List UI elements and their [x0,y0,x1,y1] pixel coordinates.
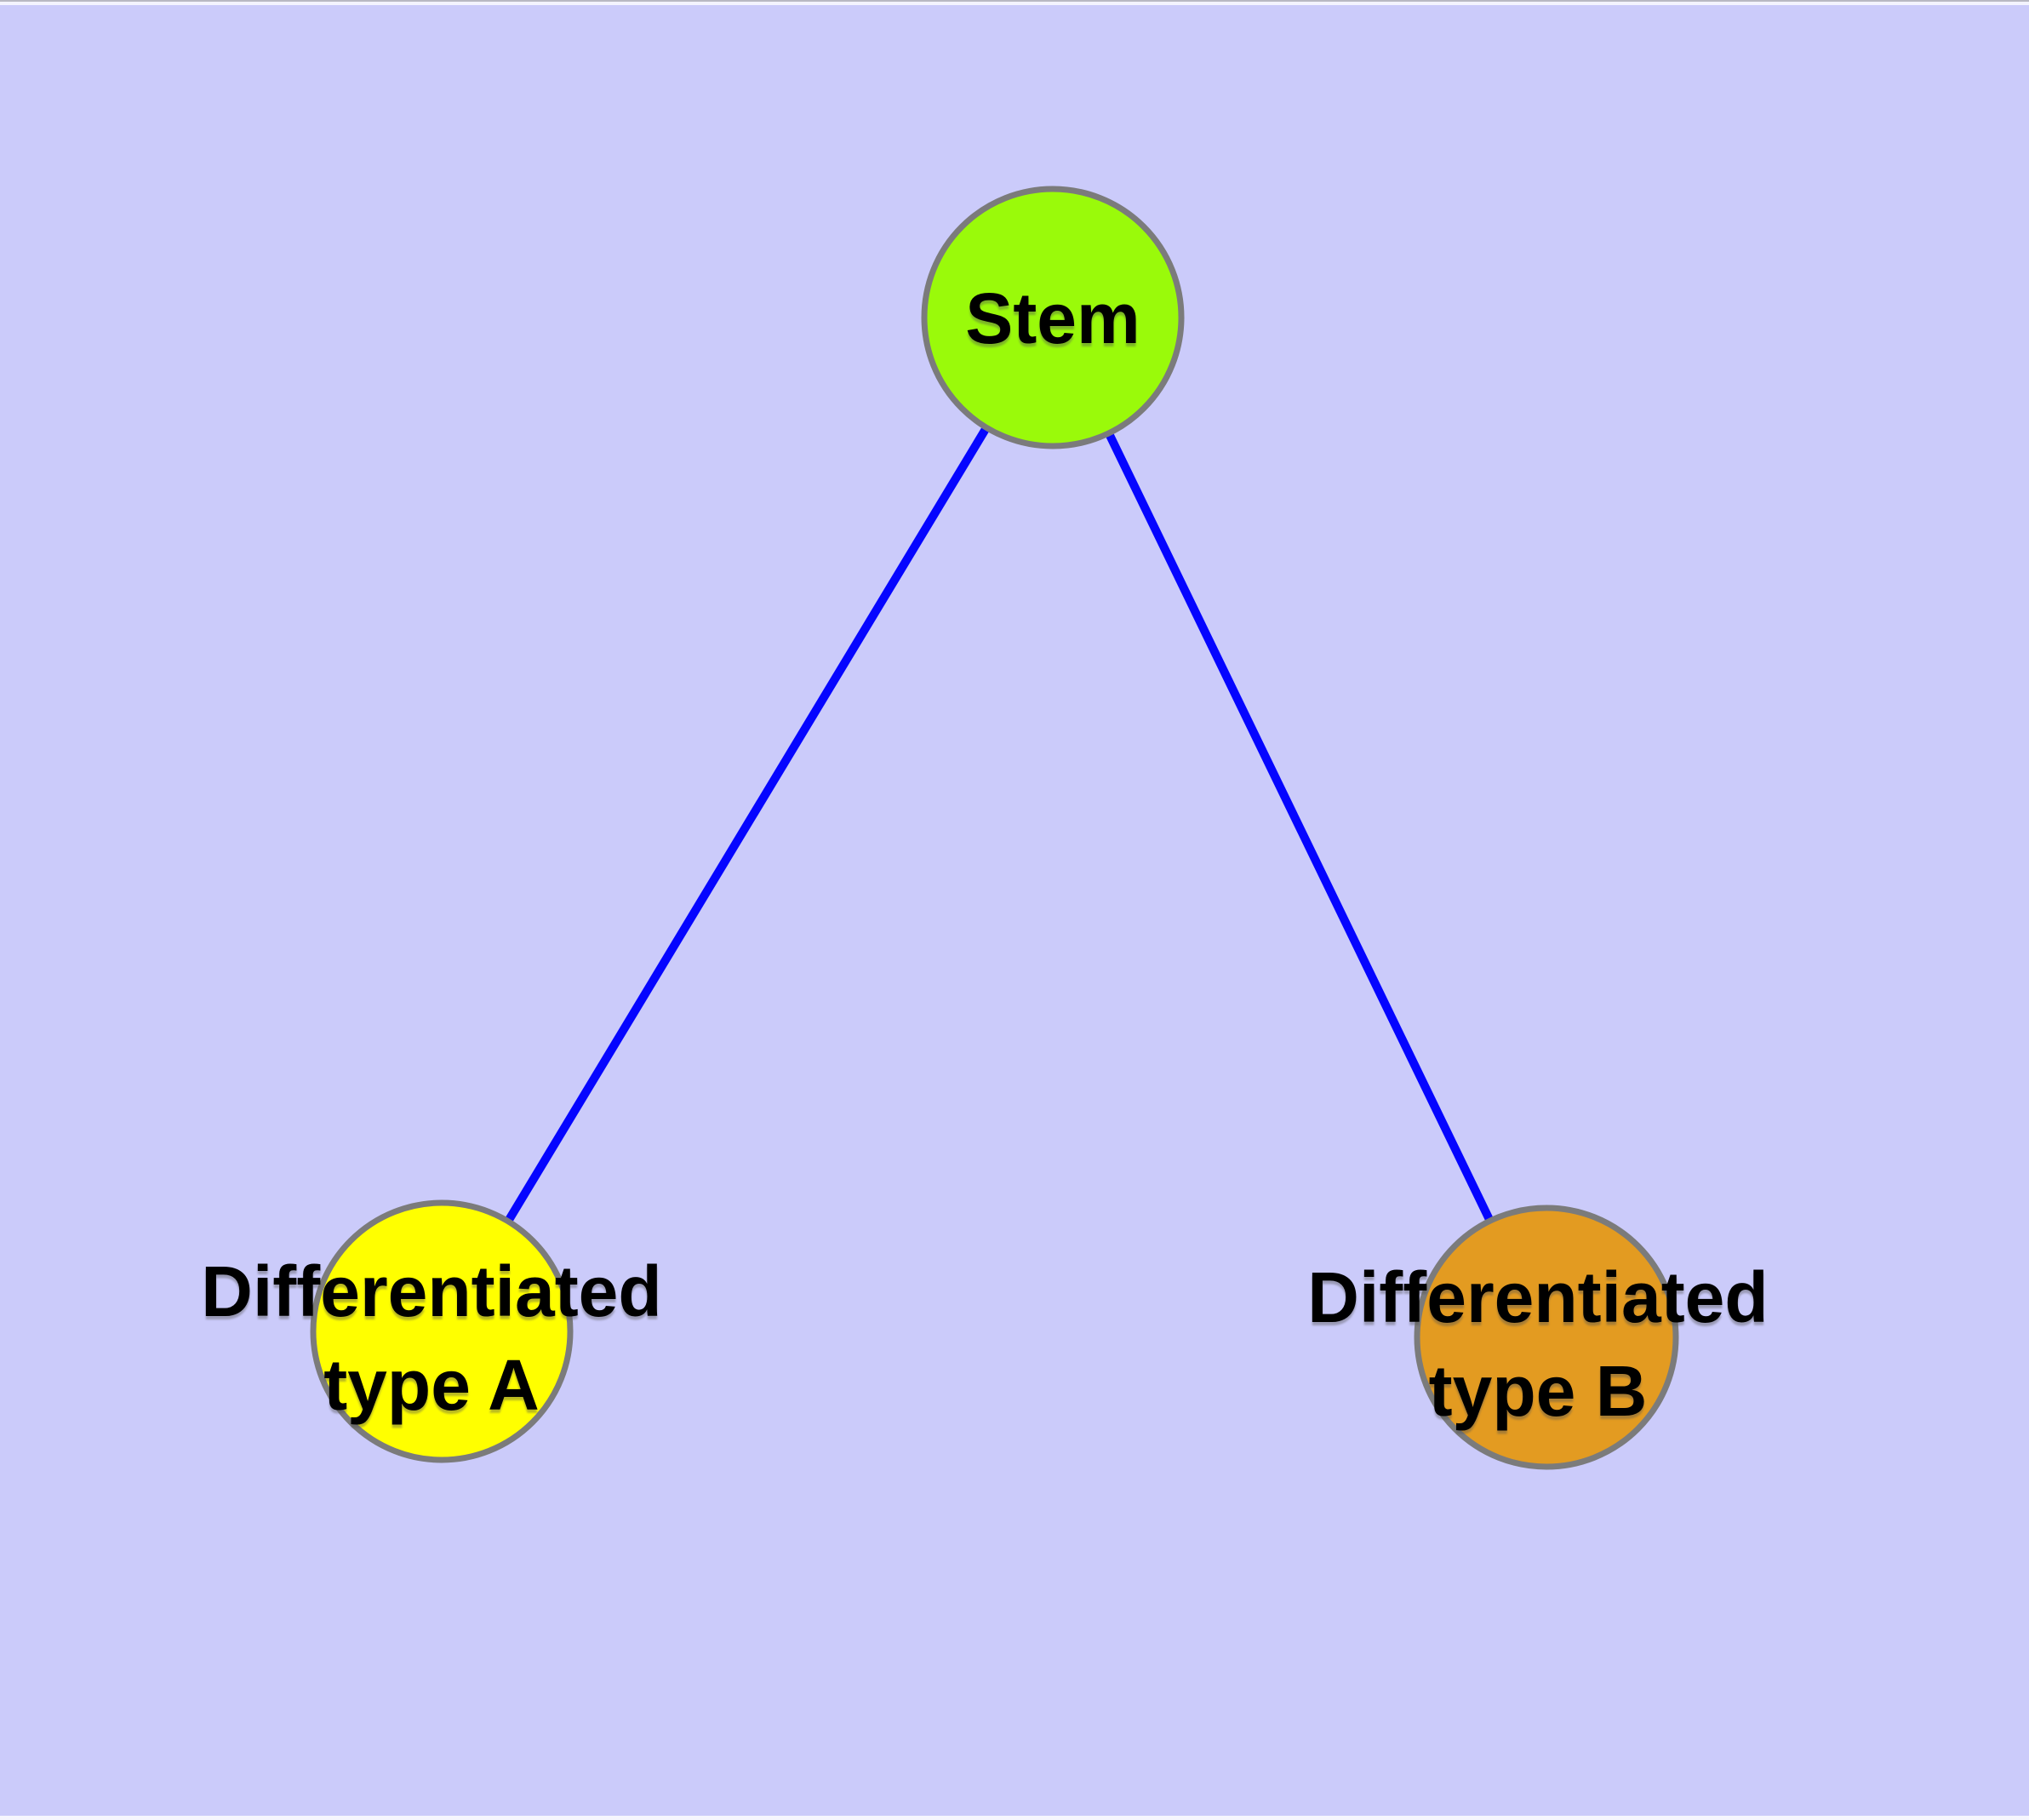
node-label-differentiated-type-b-line1: Differentiated [1307,1257,1768,1337]
edges-layer [437,315,1551,1340]
nodes-layer [310,186,1679,1470]
node-differentiated-type-b [1414,1205,1679,1470]
edge-stem-to-differentiated-type-a [437,315,1057,1334]
node-label-differentiated-type-a-line2: type A [323,1345,540,1425]
bottom-edge-strip [0,1816,2029,1820]
node-differentiated-type-a [310,1199,574,1463]
node-label-stem-line1: Stem [965,278,1140,358]
node-stem [921,186,1185,449]
edge-stem-to-differentiated-type-b [1049,315,1551,1340]
node-label-differentiated-type-a-line1: Differentiated [201,1251,661,1331]
top-edge-strip [0,0,2029,5]
node-label-differentiated-type-b-line2: type B [1429,1351,1648,1431]
